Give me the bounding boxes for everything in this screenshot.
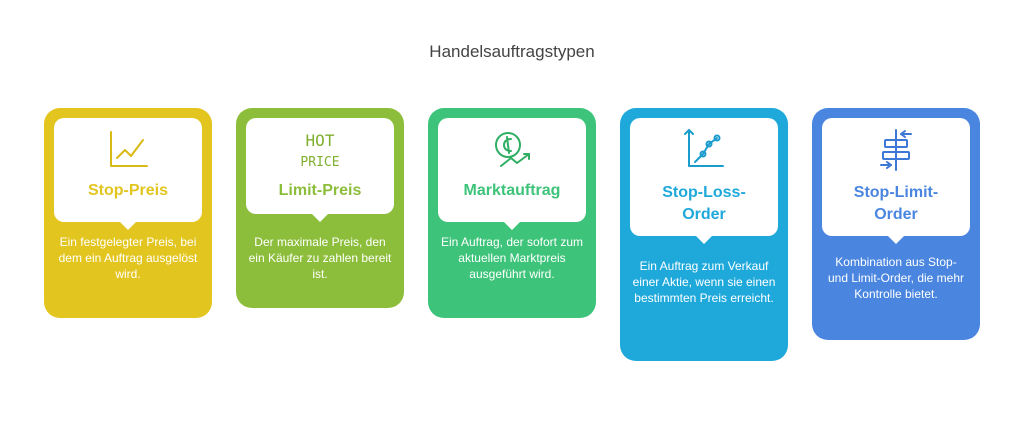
- card-notch: [312, 214, 328, 222]
- hot-price-icon-text-price: PRICE: [300, 155, 339, 170]
- card-notch: [696, 236, 712, 244]
- card-stop-preis: Stop-Preis Ein festgelegter Preis, bei d…: [44, 108, 212, 318]
- card-marktauftrag: Marktauftrag Ein Auftrag, der sofort zum…: [428, 108, 596, 318]
- card-notch: [504, 222, 520, 230]
- card-notch: [888, 236, 904, 244]
- card-label: Stop-Preis: [87, 182, 168, 199]
- hot-price-icon-text-hot: HOT: [306, 131, 335, 150]
- card-description: Ein Auftrag zum Verkauf einer Aktie, wen…: [632, 259, 776, 305]
- card-label: Stop-Limit-Order: [853, 184, 939, 223]
- card-stop-loss-order: Stop-Loss-Order Ein Auftrag zum Verkauf …: [620, 108, 788, 361]
- card-limit-preis: HOT PRICE Limit-Preis Der maximale Preis…: [236, 108, 404, 308]
- card-label: Marktauftrag: [463, 182, 561, 199]
- coin-arrow-icon: [495, 132, 530, 167]
- card-header: Marktauftrag: [438, 118, 586, 230]
- card-description: Ein Auftrag, der sofort zum aktuellen Ma…: [440, 235, 584, 281]
- trend-chart-icon: [684, 129, 724, 167]
- align-arrows-icon: [880, 129, 912, 171]
- chart-line-icon: [110, 131, 148, 167]
- card-label: Limit-Preis: [278, 182, 362, 199]
- card-stop-limit-order: Stop-Limit-Order Kombination aus Stop- u…: [812, 108, 980, 340]
- card-label: Stop-Loss-Order: [662, 184, 746, 223]
- card-description: Der maximale Preis, den ein Käufer zu za…: [248, 235, 392, 281]
- diagram-title: Handelsauftragstypen: [429, 42, 595, 61]
- card-description: Kombination aus Stop- und Limit-Order, d…: [827, 255, 965, 301]
- card-header: Stop-Preis: [54, 118, 202, 230]
- card-description: Ein festgelegter Preis, bei dem ein Auft…: [58, 235, 198, 281]
- card-header: HOT PRICE Limit-Preis: [246, 118, 394, 222]
- card-notch: [120, 222, 136, 230]
- card-header: Stop-Limit-Order: [822, 118, 970, 244]
- hot-price-icon: HOT PRICE: [300, 131, 339, 170]
- card-header: Stop-Loss-Order: [630, 118, 778, 244]
